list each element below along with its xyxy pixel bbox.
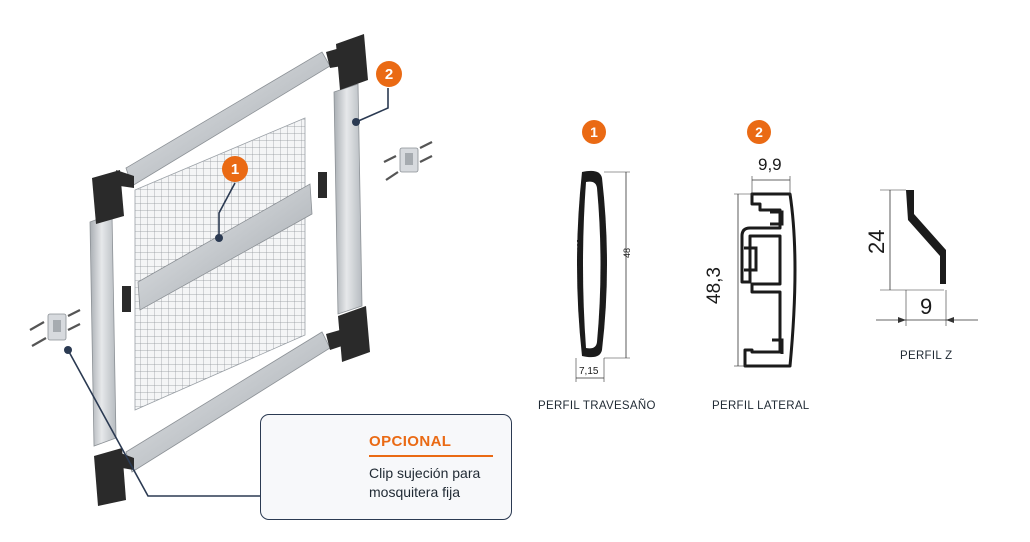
- left-stile: [89, 213, 117, 447]
- screw-1: [67, 309, 81, 317]
- screw-8: [385, 171, 399, 181]
- frame-clip-left: [122, 286, 131, 312]
- leader-marker-1: [218, 182, 236, 238]
- screw-4: [31, 337, 47, 347]
- screw-7: [383, 155, 397, 163]
- right-stile: [333, 83, 363, 315]
- screw-6: [419, 155, 433, 163]
- leader-optional: [67, 349, 262, 497]
- screw-2: [67, 323, 81, 331]
- profile-lateral-drawing: [734, 176, 797, 368]
- corner-top-right: [336, 34, 368, 90]
- caption-lateral: PERFIL LATERAL: [712, 400, 810, 412]
- corner-top-left-tab: [116, 170, 134, 188]
- optional-title: OPCIONAL: [369, 433, 452, 450]
- leader-dot-1: [215, 234, 223, 242]
- marker-1-badge: 1: [222, 156, 248, 182]
- profile-z-drawing: [876, 189, 978, 326]
- corner-bottom-right: [338, 306, 370, 362]
- left-bracket-slot: [53, 320, 61, 332]
- profile-travesano-drawing: [575, 170, 630, 382]
- screen-frame: [89, 34, 370, 506]
- screw-3: [29, 321, 45, 331]
- profile-travesano-marker: 1: [582, 120, 606, 144]
- leader-dot-2: [352, 118, 360, 126]
- marker-2-badge: 2: [376, 61, 402, 87]
- optional-callout-box: OPCIONAL Clip sujeción para mosquitera f…: [260, 414, 512, 520]
- profile-z-outline: [906, 190, 946, 284]
- screw-5: [419, 141, 433, 149]
- dim-z-width: 9: [920, 294, 933, 319]
- dim-travesano-height: 48: [622, 247, 632, 258]
- corner-bottom-left: [94, 448, 126, 506]
- frame-clip-right: [318, 172, 327, 198]
- optional-divider: [369, 455, 493, 457]
- corner-top-right-tab: [326, 48, 342, 68]
- right-bracket-slot: [405, 153, 413, 165]
- corner-bottom-right-tab: [326, 330, 342, 350]
- profile-lateral-marker: 2: [747, 120, 771, 144]
- caption-travesano: PERFIL TRAVESAÑO: [538, 400, 656, 412]
- left-bracket-hardware: [29, 309, 81, 347]
- corner-top-left: [92, 170, 124, 224]
- dim-lateral-height: 48,3: [704, 267, 725, 304]
- right-bracket-hardware: [383, 141, 433, 181]
- leader-marker-2: [355, 88, 389, 123]
- dim-travesano-width: 7,15: [579, 366, 599, 377]
- leader-dot-optional: [64, 346, 72, 354]
- optional-description: Clip sujeción para mosquitera fija: [369, 465, 481, 500]
- dim-lateral-width: 9,9: [758, 155, 782, 174]
- caption-z: PERFIL Z: [900, 350, 953, 362]
- middle-crossbar: [137, 183, 313, 311]
- callout-leaders: [64, 88, 389, 497]
- profile-lateral-outline: [740, 192, 797, 368]
- dim-z-height: 24: [864, 229, 889, 254]
- corner-bottom-left-tab: [118, 452, 134, 470]
